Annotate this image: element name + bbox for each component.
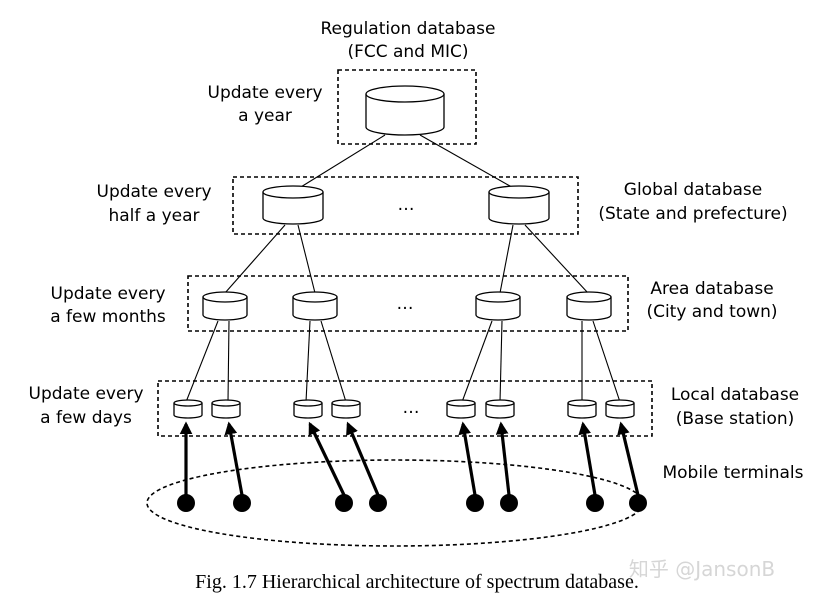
database-icon xyxy=(262,185,324,225)
edge xyxy=(185,320,219,403)
local-level: Update every a few days … xyxy=(29,380,799,437)
regulation-title: Regulation database xyxy=(321,19,496,39)
local-ellipsis: … xyxy=(403,398,420,418)
mobile-terminals-group: Mobile terminals xyxy=(146,421,804,547)
mobile-terminal-dot xyxy=(369,494,387,512)
connections xyxy=(185,134,621,403)
local-box xyxy=(157,380,653,437)
regulation-update-text: Update every xyxy=(208,83,323,103)
database-icon xyxy=(173,399,203,419)
mobile-terminals-label: Mobile terminals xyxy=(662,463,803,483)
edge xyxy=(499,224,514,294)
mobile-terminal-dot xyxy=(335,494,353,512)
local-label-sub: (Base station) xyxy=(676,409,795,429)
database-icon xyxy=(292,291,338,321)
database-icon xyxy=(605,399,635,419)
area-ellipsis: … xyxy=(397,294,414,314)
database-icon xyxy=(211,399,241,419)
uplink-arrow xyxy=(458,421,477,496)
global-ellipsis: … xyxy=(398,195,415,215)
edge xyxy=(297,224,316,294)
regulation-box xyxy=(337,69,477,145)
mobile-terminal-dot xyxy=(586,494,604,512)
edge xyxy=(524,224,589,294)
database-icon xyxy=(488,185,550,225)
edge xyxy=(592,320,621,403)
database-icon xyxy=(293,399,323,419)
database-icon xyxy=(202,291,248,321)
edge xyxy=(224,224,286,294)
mobile-terminals-region xyxy=(146,459,644,547)
edge xyxy=(499,320,503,403)
area-label: Area database xyxy=(650,279,773,299)
edge xyxy=(461,320,493,403)
uplink-arrow xyxy=(346,421,380,496)
uplink-arrow xyxy=(224,421,244,496)
database-icon xyxy=(567,399,597,419)
database-icon xyxy=(566,291,612,321)
regulation-subtitle: (FCC and MIC) xyxy=(347,42,468,62)
database-icon xyxy=(446,399,476,419)
uplink-arrow xyxy=(617,421,640,496)
figure-caption: Fig. 1.7 Hierarchical architecture of sp… xyxy=(195,571,639,593)
local-update-text: Update every xyxy=(29,384,144,404)
database-icon xyxy=(365,85,445,136)
database-icon xyxy=(331,399,361,419)
area-update-text: a few months xyxy=(50,307,166,327)
database-icon xyxy=(475,291,521,321)
mobile-terminal-dot xyxy=(466,494,484,512)
uplink-arrow xyxy=(308,421,346,496)
regulation-level: Regulation database (FCC and MIC) Update… xyxy=(208,19,496,145)
global-label: Global database xyxy=(624,180,762,200)
mobile-terminal-dot xyxy=(500,494,518,512)
watermark: 知乎 @JansonB xyxy=(629,557,775,581)
area-level: Update every a few months … Area databas… xyxy=(50,275,778,332)
mobile-terminal-dot xyxy=(233,494,251,512)
global-update-text: half a year xyxy=(108,206,199,226)
edge xyxy=(419,134,518,191)
edge xyxy=(227,320,230,403)
local-label: Local database xyxy=(671,385,799,405)
uplink-arrow xyxy=(495,421,511,496)
global-label-sub: (State and prefecture) xyxy=(598,204,787,224)
uplink-arrow xyxy=(578,421,597,496)
global-update-text: Update every xyxy=(97,182,212,202)
area-update-text: Update every xyxy=(51,284,166,304)
regulation-update-text: a year xyxy=(238,106,292,126)
area-label-sub: (City and town) xyxy=(646,302,777,322)
edge xyxy=(320,320,347,403)
edge xyxy=(305,320,311,403)
local-update-text: a few days xyxy=(40,408,132,428)
database-icon xyxy=(485,399,515,419)
mobile-terminal-dot xyxy=(177,494,195,512)
global-level: Update every half a year … Global databa… xyxy=(97,176,788,235)
global-box xyxy=(232,176,579,235)
area-box xyxy=(187,275,629,332)
mobile-terminal-dot xyxy=(629,494,647,512)
